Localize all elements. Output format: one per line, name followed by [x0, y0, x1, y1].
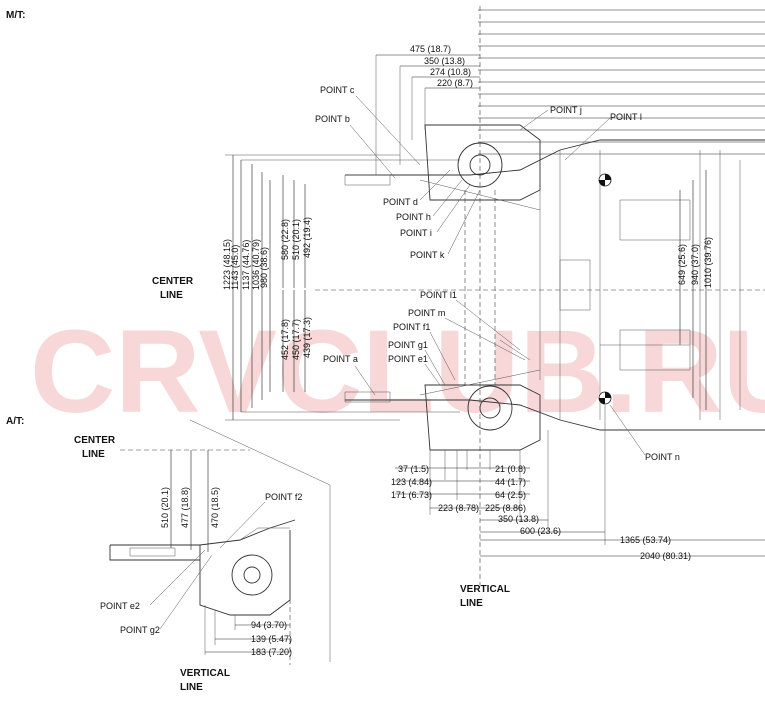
at-vertical-line-1: VERTICAL	[180, 668, 230, 679]
dimension-label: 477 (18.8)	[180, 487, 190, 528]
dimension-label: 94 (3.70)	[251, 620, 287, 630]
dimension-label: 492 (19.4)	[302, 217, 312, 258]
point-l-label: POINT l	[610, 112, 642, 122]
dimension-label: 274 (10.8)	[430, 67, 471, 77]
point-labels: POINT c POINT b POINT j POINT l POINT d …	[315, 85, 680, 462]
point-a-label: POINT a	[323, 354, 358, 364]
point-e2-label: POINT e2	[100, 601, 140, 611]
bottom-dimensions: 37 (1.5) 123 (4.84) 171 (6.73) 223 (8.78…	[391, 405, 765, 561]
point-e1-label: POINT e1	[388, 354, 428, 364]
dimension-label: 2040 (80.31)	[640, 551, 691, 561]
watermark: CRVCLUB.RU	[30, 306, 765, 438]
dimension-label: 510 (20.1)	[160, 487, 170, 528]
dimension-label: 452 (17.8)	[280, 319, 290, 360]
point-i-label: POINT i	[400, 228, 432, 238]
dimension-label: 1365 (53.74)	[620, 535, 671, 545]
dimension-label: 225 (8.86)	[485, 503, 526, 513]
point-l1-label: POINT l1	[420, 290, 457, 300]
dimension-label: 980 (38.6)	[259, 247, 269, 288]
dimension-label: 350 (13.8)	[498, 514, 539, 524]
dimension-label: 223 (8.78)	[438, 503, 479, 513]
body-outline	[344, 124, 765, 451]
dimension-label: 1143 (45.0)	[230, 245, 240, 290]
dimension-label: 183 (7.20)	[251, 647, 292, 657]
point-d-label: POINT d	[383, 197, 418, 207]
datum-markers	[598, 173, 612, 405]
dimension-label: 44 (1.7)	[495, 477, 526, 487]
point-m-label: POINT m	[408, 308, 445, 318]
dimension-label: 580 (22.8)	[280, 219, 290, 260]
point-h-label: POINT h	[396, 212, 431, 222]
point-j-label: POINT j	[550, 105, 582, 115]
dimension-label: 350 (13.8)	[424, 56, 465, 66]
dimension-label: 139 (5.47)	[251, 634, 292, 644]
point-g2-label: POINT g2	[120, 625, 160, 635]
inner-vertical-dimensions: 580 (22.8) 510 (20.1) 492 (19.4) 452 (17…	[280, 175, 312, 392]
point-f1-label: POINT f1	[393, 322, 430, 332]
dimension-label: 470 (18.5)	[210, 487, 220, 528]
dimension-label: 1223 (48.15)	[222, 239, 232, 290]
section-at: A/T:	[6, 416, 24, 427]
point-c-label: POINT c	[320, 85, 355, 95]
section-mt: M/T:	[6, 10, 25, 21]
at-center-line-2: LINE	[82, 449, 105, 460]
point-f2-label: POINT f2	[265, 492, 302, 502]
dimension-label: 64 (2.5)	[495, 490, 526, 500]
dimension-label: 600 (23.6)	[520, 526, 561, 536]
left-vertical-dimensions: 1223 (48.15) 1143 (45.0) 1137 (44.76) 10…	[222, 154, 460, 421]
at-center-line-1: CENTER	[74, 435, 116, 446]
dimension-label: 1036 (40.79)	[251, 239, 261, 290]
vertical-line-label-2: LINE	[460, 598, 483, 609]
at-vertical-line-2: LINE	[180, 682, 203, 693]
center-line-label-2: LINE	[160, 290, 183, 301]
dimension-label: 171 (6.73)	[391, 490, 432, 500]
dimension-label: 220 (8.7)	[437, 78, 473, 88]
dimension-label: 940 (37.0)	[690, 244, 700, 285]
point-n-label: POINT n	[645, 452, 680, 462]
dimension-label: 1137 (44.76)	[241, 240, 251, 290]
right-vertical-dimensions: 649 (25.6) 940 (37.0) 1010 (39.76)	[600, 170, 713, 410]
center-line-label-1: CENTER	[152, 276, 194, 287]
dimension-label: 510 (20.1)	[291, 219, 301, 260]
dimension-label: 450 (17.7)	[291, 319, 301, 360]
at-body-outline	[109, 519, 296, 616]
dimension-label: 475 (18.7)	[410, 44, 451, 54]
dimension-label: 123 (4.84)	[391, 477, 432, 487]
point-g1-label: POINT g1	[388, 340, 428, 350]
at-vertical-dimensions: 510 (20.1) 477 (18.8) 470 (18.5)	[160, 450, 220, 552]
vertical-line-label-1: VERTICAL	[460, 584, 510, 595]
point-k-label: POINT k	[410, 250, 445, 260]
at-leader	[189, 419, 331, 486]
dimension-label: 1010 (39.76)	[703, 237, 713, 288]
dimension-label: 649 (25.6)	[677, 244, 687, 285]
top-dimensions: 475 (18.7) 350 (13.8) 274 (10.8) 220 (8.…	[375, 44, 480, 175]
dimension-label: 439 (17.3)	[302, 317, 312, 358]
dimension-label: 37 (1.5)	[398, 464, 429, 474]
top-reference-arrows	[478, 9, 765, 155]
dimension-label: 21 (0.8)	[495, 464, 526, 474]
at-bottom-dimensions: 94 (3.70) 139 (5.47) 183 (7.20)	[204, 535, 292, 665]
point-b-label: POINT b	[315, 114, 350, 124]
